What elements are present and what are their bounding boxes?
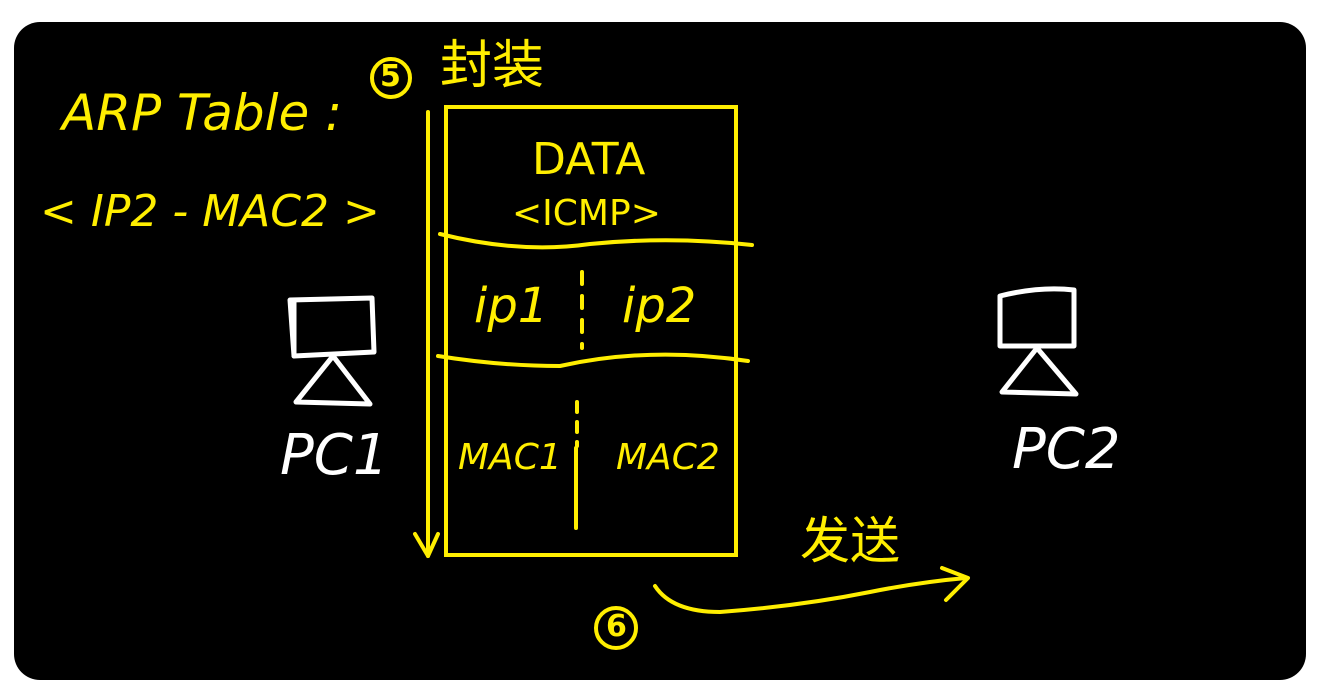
pc1-label: PC1 — [280, 423, 389, 488]
step6-circle — [594, 606, 638, 650]
pc2-computer-icon — [997, 286, 1079, 397]
arp-table-entry: < IP2 - MAC2 > — [40, 186, 380, 237]
icmp-label: <ICMP> — [512, 193, 661, 234]
step5-circle — [370, 57, 412, 99]
frame-outline — [444, 105, 738, 557]
step6-number: 6 — [606, 609, 627, 644]
data-label: DATA — [532, 134, 646, 185]
data-header-divider — [438, 232, 754, 250]
ip-header-divider — [436, 352, 750, 369]
whiteboard — [14, 22, 1306, 680]
mac-dst-label: MAC2 — [616, 437, 720, 478]
step5-number: 5 — [380, 59, 401, 94]
step5-label: 封装 — [440, 36, 545, 96]
pc1-computer-icon — [287, 295, 377, 407]
packet-frame — [436, 105, 754, 557]
pc2-label: PC2 — [1012, 417, 1121, 482]
step6-label: 发送 — [800, 512, 900, 570]
ip-src-label: ip1 — [474, 278, 549, 334]
encapsulation-arrow — [413, 110, 440, 558]
mac-src-label: MAC1 — [458, 437, 562, 478]
ip-dst-label: ip2 — [622, 278, 697, 334]
arp-table-title: ARP Table : — [62, 84, 343, 142]
send-arrow — [653, 566, 970, 614]
